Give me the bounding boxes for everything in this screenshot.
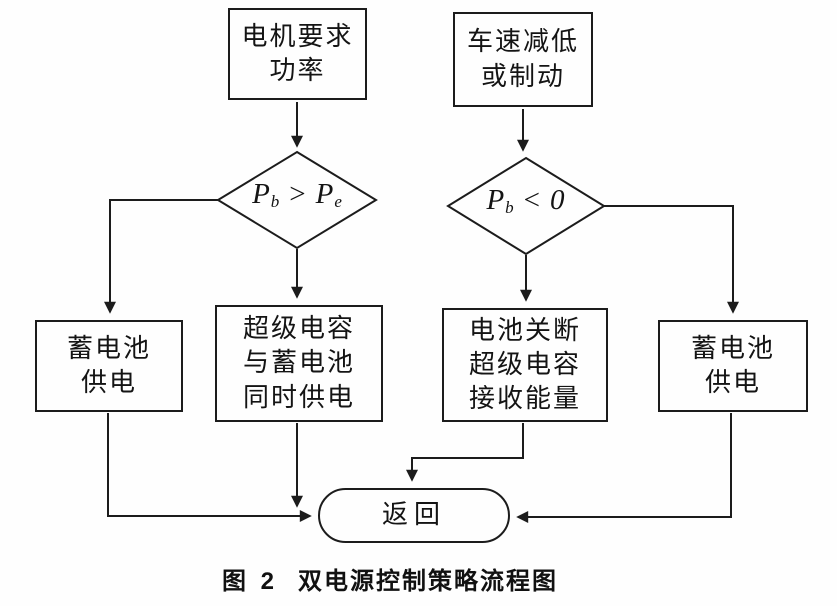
arrow-decision-right-to-battery-right	[604, 205, 739, 314]
decision-diamond-left	[216, 150, 378, 250]
box-text-line: 电池关断	[468, 315, 581, 345]
box-text-line: 同时供电	[242, 382, 355, 412]
math-var: P	[315, 178, 334, 210]
math-operator: >	[289, 178, 306, 210]
box-text-line: 超级电容	[242, 314, 355, 344]
process-box-speed-brake: 车速减低 或制动	[453, 12, 593, 107]
math-var: 0	[550, 184, 565, 216]
process-box-battery-right: 蓄电池 供电	[658, 320, 808, 412]
figure-caption-number: 图 2	[221, 568, 278, 595]
box-text-line: 蓄电池	[690, 333, 775, 363]
box-text-line: 供电	[704, 368, 761, 397]
arrow-battery-left-to-return	[107, 413, 312, 522]
math-operator: <	[523, 184, 541, 216]
box-text-line: 车速减低	[466, 27, 579, 57]
box-text-line: 蓄电池	[66, 333, 151, 363]
arrow-battery-right-to-return	[516, 413, 732, 523]
terminator-label: 返回	[381, 500, 446, 530]
box-text-line: 超级电容	[468, 349, 581, 379]
box-text-line: 接收能量	[468, 384, 581, 414]
process-box-battery-off: 电池关断 超级电容 接收能量	[442, 308, 608, 422]
figure-caption-text: 双电源控制策略流程图	[298, 568, 558, 595]
process-box-cap-battery: 超级电容 与蓄电池 同时供电	[215, 305, 383, 422]
arrow-decision-left-to-battery-left	[104, 199, 218, 314]
process-box-motor-power: 电机要求 功率	[228, 8, 367, 100]
process-box-battery-left: 蓄电池 供电	[35, 320, 183, 412]
terminator-return: 返回	[318, 488, 510, 543]
arrow-battery-off-to-return	[406, 423, 524, 482]
box-text-line: 功率	[269, 56, 326, 85]
math-var: P	[486, 184, 505, 216]
box-text-line: 或制动	[480, 61, 565, 91]
math-var: P	[252, 178, 270, 210]
figure-caption: 图 2 双电源控制策略流程图	[0, 561, 780, 596]
box-text-line: 电机要求	[241, 21, 354, 51]
box-text-line: 与蓄电池	[242, 348, 355, 378]
decision-diamond-right	[446, 156, 606, 256]
box-text-line: 供电	[80, 368, 137, 397]
